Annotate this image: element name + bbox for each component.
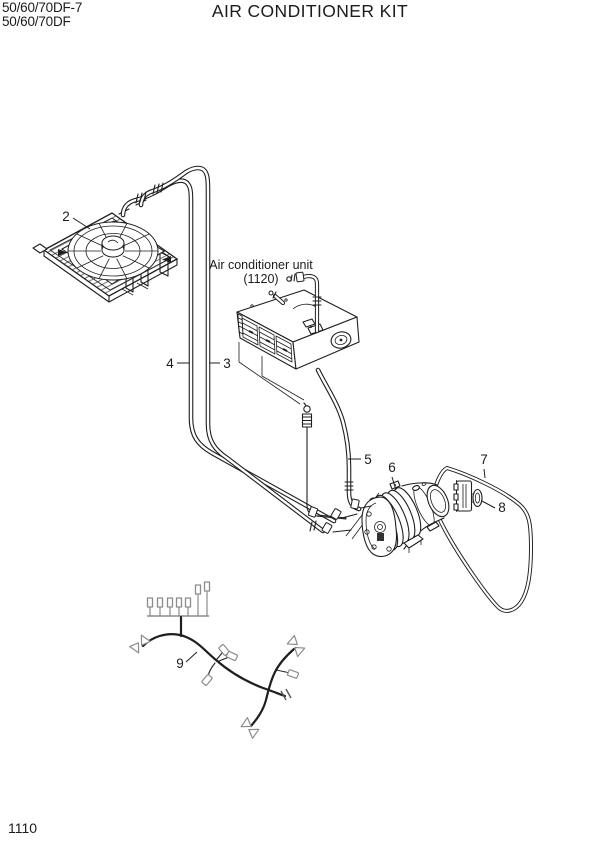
mount-foot bbox=[403, 534, 424, 549]
part-callout-2: 2 bbox=[62, 209, 70, 224]
condenser-assembly bbox=[32, 199, 179, 303]
liquid-hose bbox=[318, 370, 359, 509]
evaporator-mount-outline bbox=[238, 342, 305, 405]
ac-unit-code: (1120) bbox=[243, 272, 278, 286]
model-codes: 50/60/70DF-7 50/60/70DF bbox=[2, 1, 82, 29]
ac-unit-label: Air conditioner unit bbox=[209, 258, 313, 272]
page-number: 1110 bbox=[8, 820, 38, 836]
bracket-knob bbox=[472, 488, 483, 508]
unit-right-face bbox=[292, 316, 360, 370]
bracket-plate bbox=[455, 480, 473, 512]
rear-cap bbox=[426, 484, 450, 518]
harness-end-connector bbox=[129, 632, 151, 656]
model-code-line1: 50/60/70DF-7 bbox=[2, 0, 83, 15]
unit-to-compressor-hose bbox=[318, 370, 359, 509]
part-callout-9: 9 bbox=[176, 656, 184, 671]
harness-branch-wire bbox=[249, 647, 296, 728]
evaporator-unit bbox=[236, 289, 360, 370]
hose-fittings bbox=[307, 498, 372, 535]
tension-bracket bbox=[453, 480, 483, 512]
drive-belt bbox=[431, 466, 533, 613]
harness-main-wire bbox=[141, 633, 287, 698]
part-callout-7: 7 bbox=[480, 452, 488, 467]
callout-labels: 2 4 3 5 6 7 8 9 Air conditioner unit (11… bbox=[62, 209, 506, 671]
unit-stub-fitting bbox=[268, 290, 286, 306]
condenser-foot bbox=[32, 243, 48, 254]
harness-clip bbox=[280, 688, 292, 701]
part-callout-3: 3 bbox=[223, 356, 231, 371]
part-callout-6: 6 bbox=[388, 460, 396, 475]
line-fitting bbox=[303, 405, 311, 413]
mount-lug bbox=[426, 521, 440, 532]
louver-vents bbox=[237, 313, 293, 363]
port-stub bbox=[412, 485, 420, 491]
fuse-comb-connector bbox=[146, 581, 211, 617]
part-callout-8: 8 bbox=[498, 500, 506, 515]
page-title: AIR CONDITIONER KIT bbox=[211, 1, 409, 21]
screw bbox=[250, 304, 254, 308]
plate-notch bbox=[377, 533, 384, 541]
corner-mark bbox=[162, 256, 171, 263]
model-code-line2: 50/60/70DF bbox=[2, 14, 71, 29]
liquid-line bbox=[301, 402, 347, 520]
wiring-harness bbox=[129, 581, 308, 739]
corner-mark bbox=[58, 249, 67, 256]
compressor-front-plate bbox=[361, 496, 398, 558]
pipe-nut bbox=[295, 271, 305, 283]
part-callout-4: 4 bbox=[166, 356, 174, 371]
unit-top-pipe bbox=[286, 271, 322, 331]
harness-end-connector bbox=[238, 717, 262, 739]
pipe-cap bbox=[286, 276, 292, 282]
screw bbox=[284, 298, 288, 302]
fan-motor-hub bbox=[101, 235, 125, 258]
refrigerant-hoses bbox=[123, 168, 334, 531]
part-callout-5: 5 bbox=[364, 452, 372, 467]
top-cable bbox=[292, 303, 317, 310]
blower-housing bbox=[330, 331, 352, 349]
compressor bbox=[345, 480, 450, 558]
